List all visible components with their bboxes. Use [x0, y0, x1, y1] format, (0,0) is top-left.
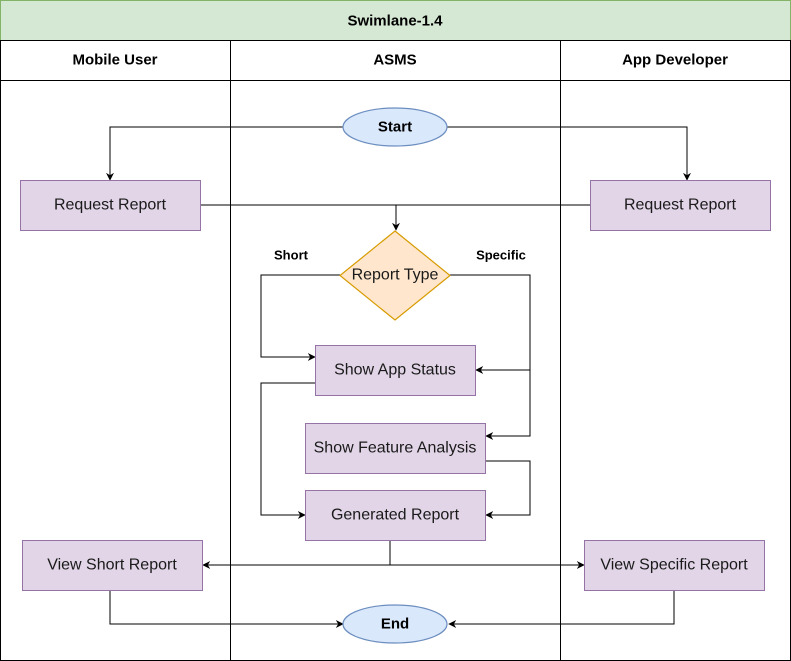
view-short-report-shape: [22, 540, 203, 591]
diagram-title: Swimlane-1.4: [347, 13, 443, 30]
edge-view-specific-report-to-end: [448, 590, 675, 628]
end-label: End: [381, 616, 409, 633]
request-report-dev-label: Request Report: [624, 197, 737, 214]
generated-report-shape: [305, 490, 486, 541]
view-short-report-label: View Short Report: [47, 557, 177, 574]
edge-show-feature-analysis-to-generated-report: [485, 460, 531, 519]
node-start[interactable]: Start: [342, 107, 448, 147]
request-report-mobile-shape: [20, 180, 201, 231]
edge-show-app-status-to-generated-report: [260, 382, 315, 519]
report-type-decision-shape: [339, 230, 451, 321]
edge-report-type-specific-to-show-feature-analysis: [450, 274, 531, 440]
edge-start-to-request-mobile: [106, 126, 343, 181]
edge-start-to-request-dev: [447, 126, 691, 181]
edge-label-short: Short: [274, 248, 309, 263]
node-view-short-report[interactable]: View Short Report: [22, 540, 203, 591]
view-specific-report-label: View Specific Report: [600, 557, 748, 574]
show-feature-analysis-shape: [305, 423, 486, 474]
request-report-mobile-label: Request Report: [54, 197, 167, 214]
node-end[interactable]: End: [342, 604, 448, 644]
lane-header-mobile-user: Mobile User: [72, 52, 157, 69]
show-app-status-label: Show App Status: [334, 362, 456, 379]
edge-report-type-short-to-show-app-status: [260, 274, 340, 361]
edge-label-specific: Specific: [476, 248, 526, 263]
lane-header-asms: ASMS: [373, 52, 416, 69]
show-app-status-shape: [315, 345, 476, 396]
end-terminal-shape: [342, 604, 448, 644]
start-terminal-shape: [342, 107, 448, 147]
node-report-type[interactable]: Report Type: [339, 230, 451, 321]
node-show-feature-analysis[interactable]: Show Feature Analysis: [305, 423, 486, 474]
report-type-label: Report Type: [352, 267, 439, 284]
generated-report-label: Generated Report: [331, 507, 460, 524]
lane-header-app-developer: App Developer: [622, 52, 728, 69]
view-specific-report-shape: [584, 540, 765, 591]
show-feature-analysis-label: Show Feature Analysis: [314, 440, 477, 457]
edge-view-short-report-to-end: [109, 590, 344, 628]
node-generated-report[interactable]: Generated Report: [305, 490, 486, 541]
node-show-app-status[interactable]: Show App Status: [315, 345, 476, 396]
node-view-specific-report[interactable]: View Specific Report: [584, 540, 765, 591]
node-request-report-mobile[interactable]: Request Report: [20, 180, 201, 231]
node-request-report-dev[interactable]: Request Report: [590, 180, 771, 231]
title-bar: [0, 0, 791, 41]
start-label: Start: [378, 119, 412, 136]
request-report-dev-shape: [590, 180, 771, 231]
